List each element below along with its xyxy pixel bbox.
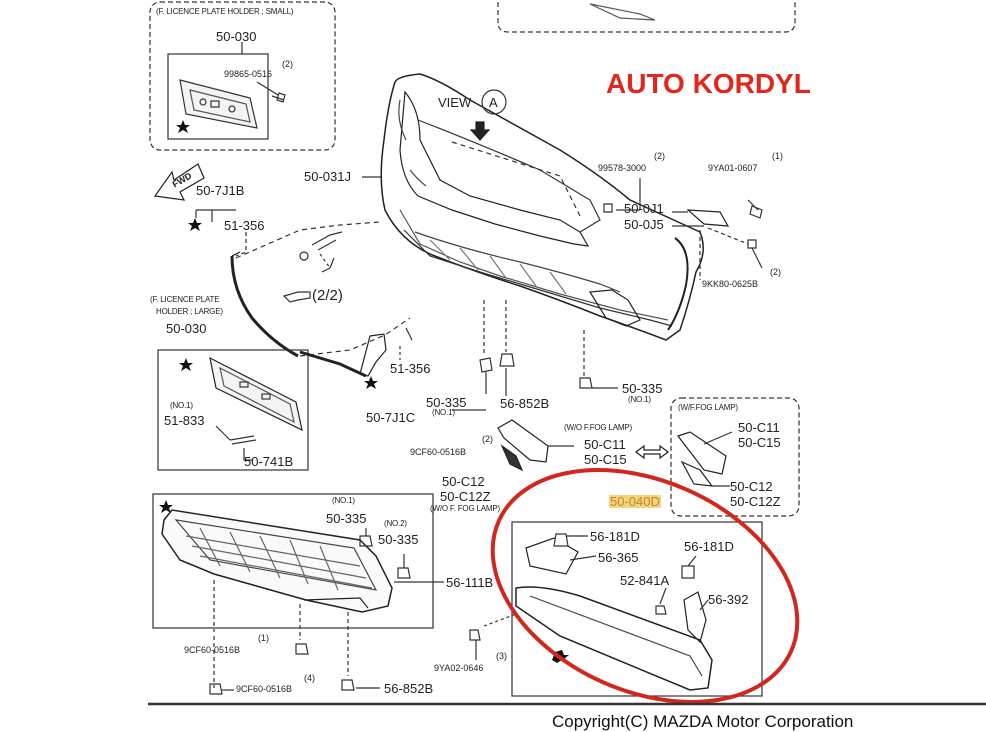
part-56-111b: 56-111B xyxy=(446,575,494,590)
view-a-circle xyxy=(481,89,507,115)
no1-d: (NO.1) xyxy=(332,496,355,505)
fwd-arrow-icon xyxy=(153,163,205,201)
front-bumper xyxy=(380,73,704,341)
part-50-c12-a: 50-C12 xyxy=(442,474,485,489)
qty-1-b: (1) xyxy=(258,633,269,643)
part-50-030-top: 50-030 xyxy=(216,29,257,44)
qty-2-b: (2) xyxy=(654,151,665,161)
part-50-7j1c: 50-7J1C xyxy=(366,410,416,425)
small-license-plate-holder xyxy=(179,79,258,129)
part-50-c15-a: 50-C15 xyxy=(584,452,627,467)
down-arrow-icon xyxy=(469,121,491,141)
large-license-plate-group-box xyxy=(157,349,309,471)
fog-cover-w-fog xyxy=(677,431,727,475)
part-9cf60-0516b-a: 9CF60-0516B xyxy=(410,447,467,457)
part-56-181d-a: 56-181D xyxy=(590,529,640,544)
part-50-c15-b: 50-C15 xyxy=(738,435,781,450)
no1-a: (NO.1) xyxy=(170,401,193,410)
page-ref: (2/2) xyxy=(312,287,343,304)
part-99578-3000: 99578-3000 xyxy=(598,163,647,173)
part-50-c11-b: 50-C11 xyxy=(738,420,780,435)
part-51-833: 51-833 xyxy=(164,413,205,428)
part-50-c12z-b: 50-C12Z xyxy=(730,494,781,509)
part-56-181d-b: 56-181D xyxy=(684,539,734,554)
part-51-356-left: 51-356 xyxy=(224,218,265,233)
part-9ya02-0646: 9YA02-0646 xyxy=(434,663,484,673)
no1-c: (NO.1) xyxy=(628,395,651,404)
highlight-circle xyxy=(490,468,800,704)
wo-fog-2: (W/O F. FOG LAMP) xyxy=(430,504,500,513)
part-56-392: 56-392 xyxy=(708,592,749,607)
wo-fog-1: (W/O F.FOG LAMP) xyxy=(564,423,632,432)
part-50-031j: 50-031J xyxy=(304,169,351,184)
part-51-356-mid: 51-356 xyxy=(390,361,431,376)
qty-2-d: (2) xyxy=(482,434,493,444)
lower-trim-strip xyxy=(299,350,367,378)
double-arrow-icon xyxy=(635,444,669,460)
view-a-letter: A xyxy=(489,95,498,110)
part-50-0j5: 50-0J5 xyxy=(624,217,664,232)
qty-3: (3) xyxy=(496,651,507,661)
brand-watermark: AUTO KORDYL xyxy=(606,68,811,99)
bracket-50-0j1 xyxy=(686,209,730,227)
part-50-741b: 50-741B xyxy=(244,454,294,469)
no2: (NO.2) xyxy=(384,519,407,528)
engine-undercover xyxy=(161,509,393,613)
view-label: VIEW xyxy=(438,95,472,110)
small-plate-part-box xyxy=(167,53,269,140)
part-50-335-d: 50-335 xyxy=(378,532,419,547)
small-license-plate-group-box xyxy=(149,1,336,151)
part-50-040d: 50-040D xyxy=(609,494,661,509)
radiator-stiffener xyxy=(515,586,713,691)
part-9ya01-0607: 9YA01-0607 xyxy=(708,163,758,173)
part-50-030-mid: 50-030 xyxy=(166,321,207,336)
part-9cf60-0516b-b: 9CF60-0516B xyxy=(184,645,241,655)
small-plate-screw xyxy=(271,92,286,103)
top-right-part-fragment xyxy=(589,3,656,21)
hand-pointer-icon xyxy=(282,291,311,303)
part-99865-0516: 99865-0516 xyxy=(224,69,273,79)
part-9cf60-0516b-c: 9CF60-0516B xyxy=(236,684,293,694)
qty-2-a: (2) xyxy=(282,59,293,69)
qty-2-c: (2) xyxy=(770,267,781,277)
qty-4: (4) xyxy=(304,673,315,683)
part-50-0j1: 50-0J1 xyxy=(624,201,664,216)
part-50-335-c: 50-335 xyxy=(326,511,367,526)
part-50-7j1b: 50-7J1B xyxy=(196,183,245,198)
part-56-852b-b: 56-852B xyxy=(384,681,434,696)
top-right-group-box xyxy=(497,2,796,33)
part-50-c12-b: 50-C12 xyxy=(730,479,773,494)
part-9kk80-0625b: 9KK80-0625B xyxy=(702,279,759,289)
part-56-365: 56-365 xyxy=(598,550,639,565)
no1-b: (NO.1) xyxy=(432,408,455,417)
lp-large-header-2: HOLDER ; LARGE) xyxy=(156,307,223,316)
part-50-c11-a: 50-C11 xyxy=(584,437,626,452)
large-license-plate-holder xyxy=(209,356,303,432)
part-50-335-b: 50-335 xyxy=(622,381,663,396)
part-50-c12z-a: 50-C12Z xyxy=(440,489,491,504)
lp-small-header: (F. LICENCE PLATE HOLDER ; SMALL) xyxy=(156,7,294,16)
clip-part xyxy=(299,231,343,261)
left-trim-strip xyxy=(230,255,299,358)
copyright-notice: Copyright(C) MAZDA Motor Corporation xyxy=(552,712,854,731)
qty-1-a: (1) xyxy=(772,151,783,161)
part-50-335-a: 50-335 xyxy=(426,395,467,410)
w-fog: (W/F.FOG LAMP) xyxy=(678,403,738,412)
lp-large-header-1: (F. LICENCE PLATE xyxy=(150,295,220,304)
undercover-group-box xyxy=(152,493,434,629)
fog-cover-wo-fog xyxy=(497,419,549,463)
part-56-852b-a: 56-852B xyxy=(500,396,550,411)
part-52-841a: 52-841A xyxy=(620,573,670,588)
